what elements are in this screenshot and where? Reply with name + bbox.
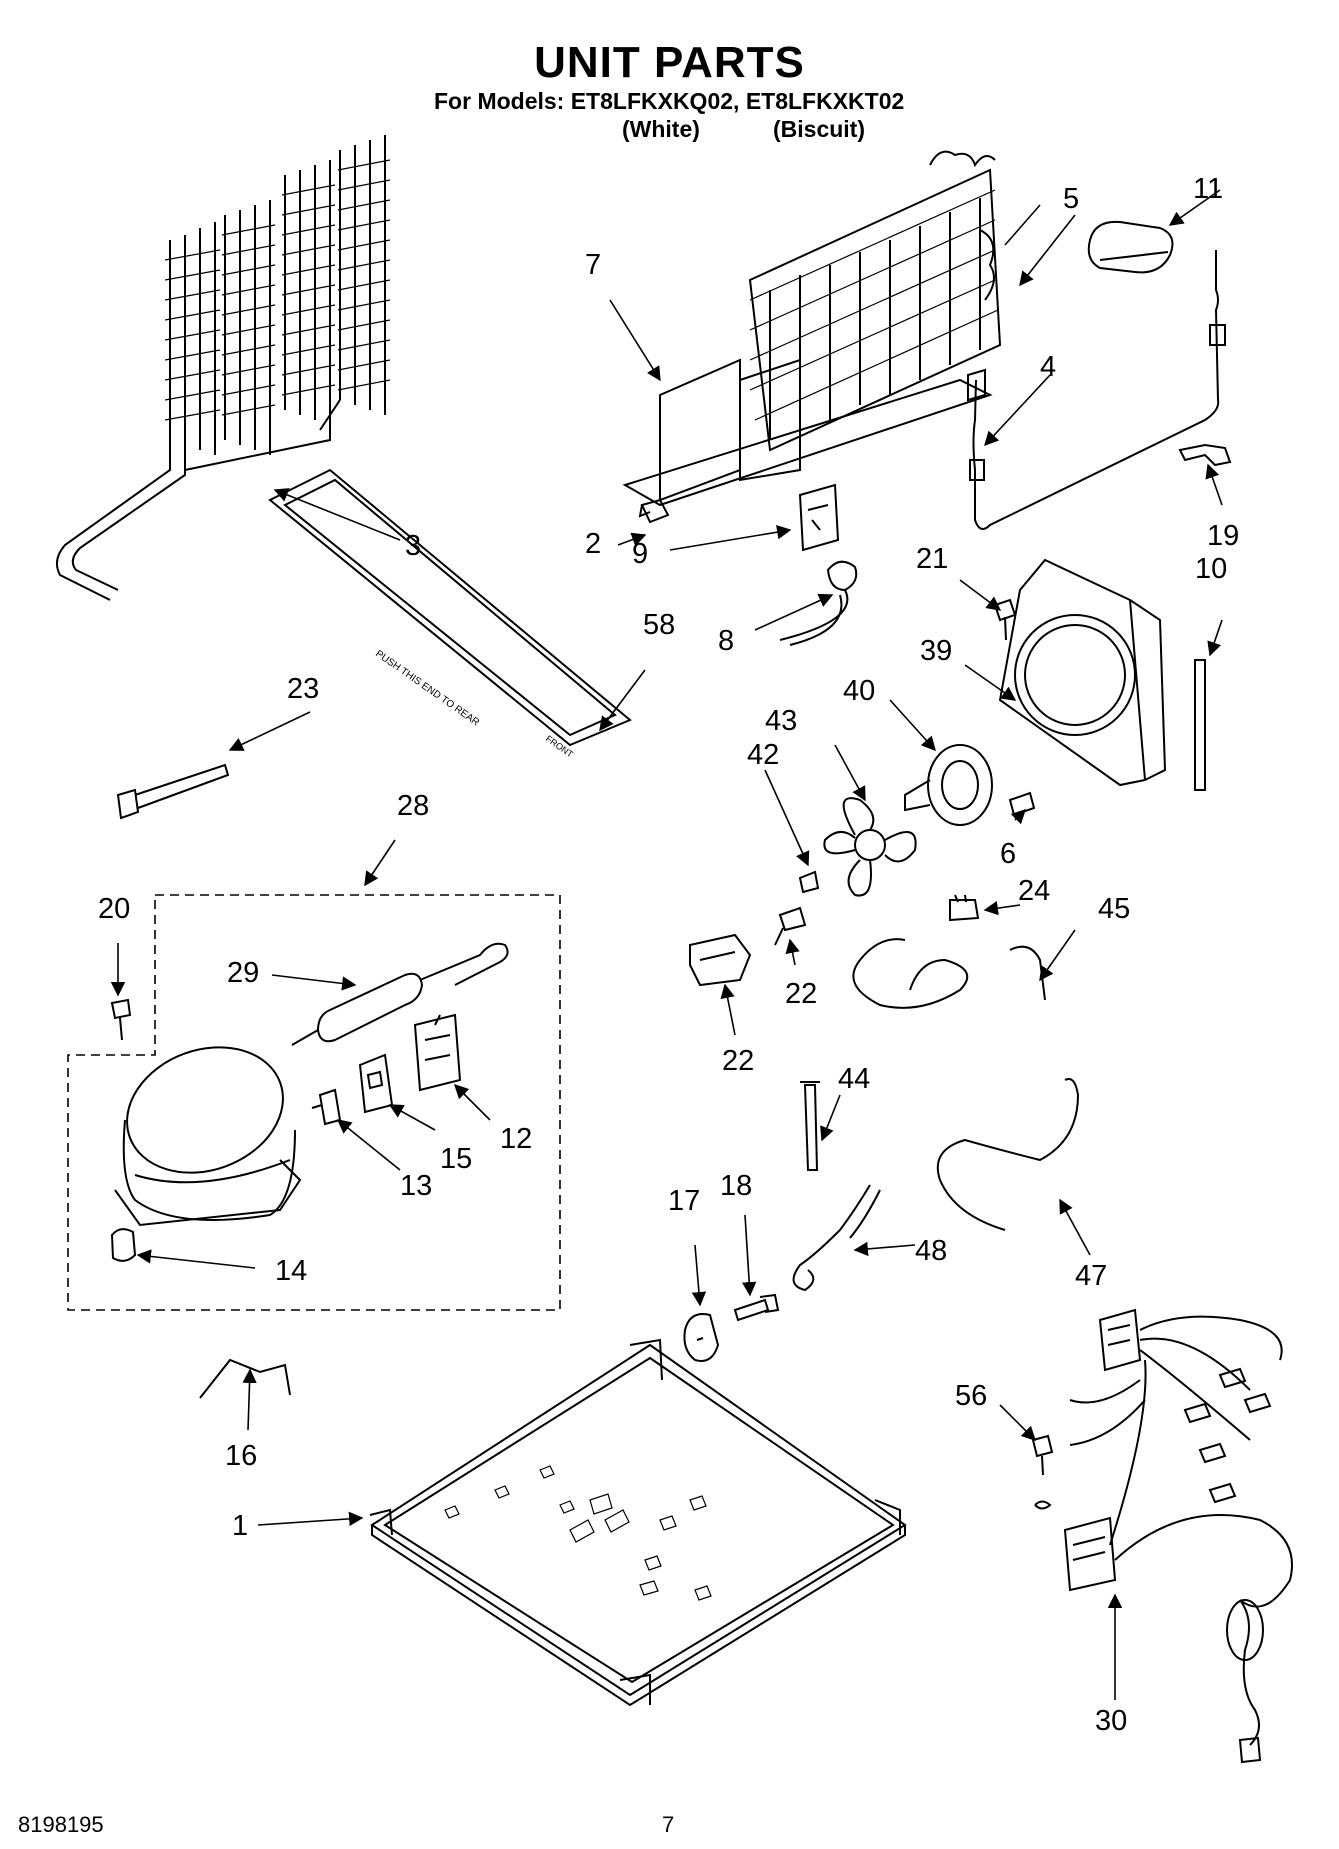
sensor-harness: [967, 250, 1226, 530]
compressor: [114, 1046, 302, 1227]
callout-29: 29: [227, 957, 259, 989]
temp-control-8: [779, 560, 858, 646]
page-title: UNIT PARTS: [534, 38, 805, 87]
screw-56: [1031, 1434, 1054, 1510]
overload-12: [413, 1013, 462, 1092]
fan-motor-40: [904, 744, 993, 826]
relay-15: [358, 1053, 394, 1114]
gasket-strip-10: [1194, 659, 1206, 791]
screw-6: [1008, 791, 1036, 817]
fan-shroud-39: [998, 558, 1167, 787]
callout-14: 14: [275, 1255, 307, 1287]
models-line: For Models: ET8LFKXKQ02, ET8LFKXKT02: [434, 88, 905, 114]
callout-11: 11: [1193, 173, 1223, 205]
screw-21: [993, 598, 1017, 641]
callout-2: 2: [585, 528, 601, 560]
roller-17: [683, 1313, 720, 1362]
callout-18: 18: [720, 1170, 752, 1202]
callout-46: 45: [1098, 893, 1130, 925]
callout-24: 24: [1018, 875, 1050, 907]
part-22: [689, 933, 752, 987]
tube-46: [852, 938, 1046, 1009]
callout-39: 39: [920, 635, 952, 667]
callout-43: 43: [765, 705, 797, 737]
callout-numbers: 3 5 11 7 4 2 9 19 21 10 58 8 39 23 40 43…: [98, 173, 1239, 1737]
callout-44: 42: [747, 739, 779, 771]
condenser-coil: [55, 135, 391, 601]
connector-13: [311, 1088, 342, 1126]
light-cover-11: [1087, 220, 1174, 274]
callout-13: 13: [400, 1170, 432, 1202]
callout-15: 15: [440, 1143, 472, 1175]
leader-lines: [110, 189, 1223, 1700]
compressor-kit-box: [67, 894, 561, 1311]
wiring-harness-42: [1063, 1308, 1293, 1764]
callout-21: 21: [916, 543, 948, 575]
screw-20: [110, 998, 132, 1041]
finish-white: (White): [622, 116, 700, 142]
filter-drier-29: [291, 942, 509, 1046]
screw-2: [638, 498, 670, 524]
page-number: 7: [662, 1812, 675, 1837]
callout-28: 28: [397, 790, 429, 822]
tube-47: [936, 1078, 1080, 1231]
callout-4: 4: [1040, 351, 1056, 383]
clip-44: [798, 870, 820, 894]
callout-1: 1: [232, 1510, 248, 1542]
callout-40: 40: [843, 675, 875, 707]
callout-47: 47: [1075, 1260, 1107, 1292]
callout-3: 3: [405, 530, 421, 562]
callout-9: 9: [632, 538, 648, 570]
part-24: [949, 894, 980, 922]
cable-tie-30: [116, 763, 230, 820]
pin-45: [800, 1081, 820, 1171]
callout-8: 8: [718, 625, 734, 657]
callout-45: 44: [838, 1063, 870, 1095]
callout-10: 10: [1195, 553, 1227, 585]
callout-22: 22: [722, 1045, 754, 1077]
callout-48: 48: [915, 1235, 947, 1267]
callout-12: 12: [500, 1123, 532, 1155]
screw-23: [774, 906, 807, 946]
drain-tray: PUSH THIS END TO REAR FRONT: [268, 468, 632, 760]
doc-number: 8198195: [18, 1812, 104, 1837]
grommet-14: [110, 1228, 137, 1262]
finish-biscuit: (Biscuit): [773, 116, 865, 142]
callout-7: 7: [585, 249, 601, 281]
callout-58: 58: [643, 609, 675, 641]
callout-20: 20: [98, 893, 130, 925]
callout-56: 56: [955, 1380, 987, 1412]
base-frame: [369, 1338, 907, 1707]
clip-16: [199, 1358, 291, 1399]
screw-18: [733, 1293, 780, 1322]
callout-23: 22: [785, 978, 817, 1010]
callout-30: 23: [287, 673, 319, 705]
clip-19: [1178, 443, 1232, 467]
callout-6: 6: [1000, 838, 1016, 870]
callout-17: 17: [668, 1185, 700, 1217]
fan-blade-43: [823, 797, 917, 897]
callout-42: 30: [1095, 1705, 1127, 1737]
callout-16: 16: [225, 1440, 257, 1472]
callout-5: 5: [1063, 183, 1079, 215]
mounting-plate-9: [798, 483, 840, 552]
callout-19: 19: [1207, 520, 1239, 552]
hose-48: [792, 1184, 881, 1292]
evaporator: [622, 150, 1002, 507]
